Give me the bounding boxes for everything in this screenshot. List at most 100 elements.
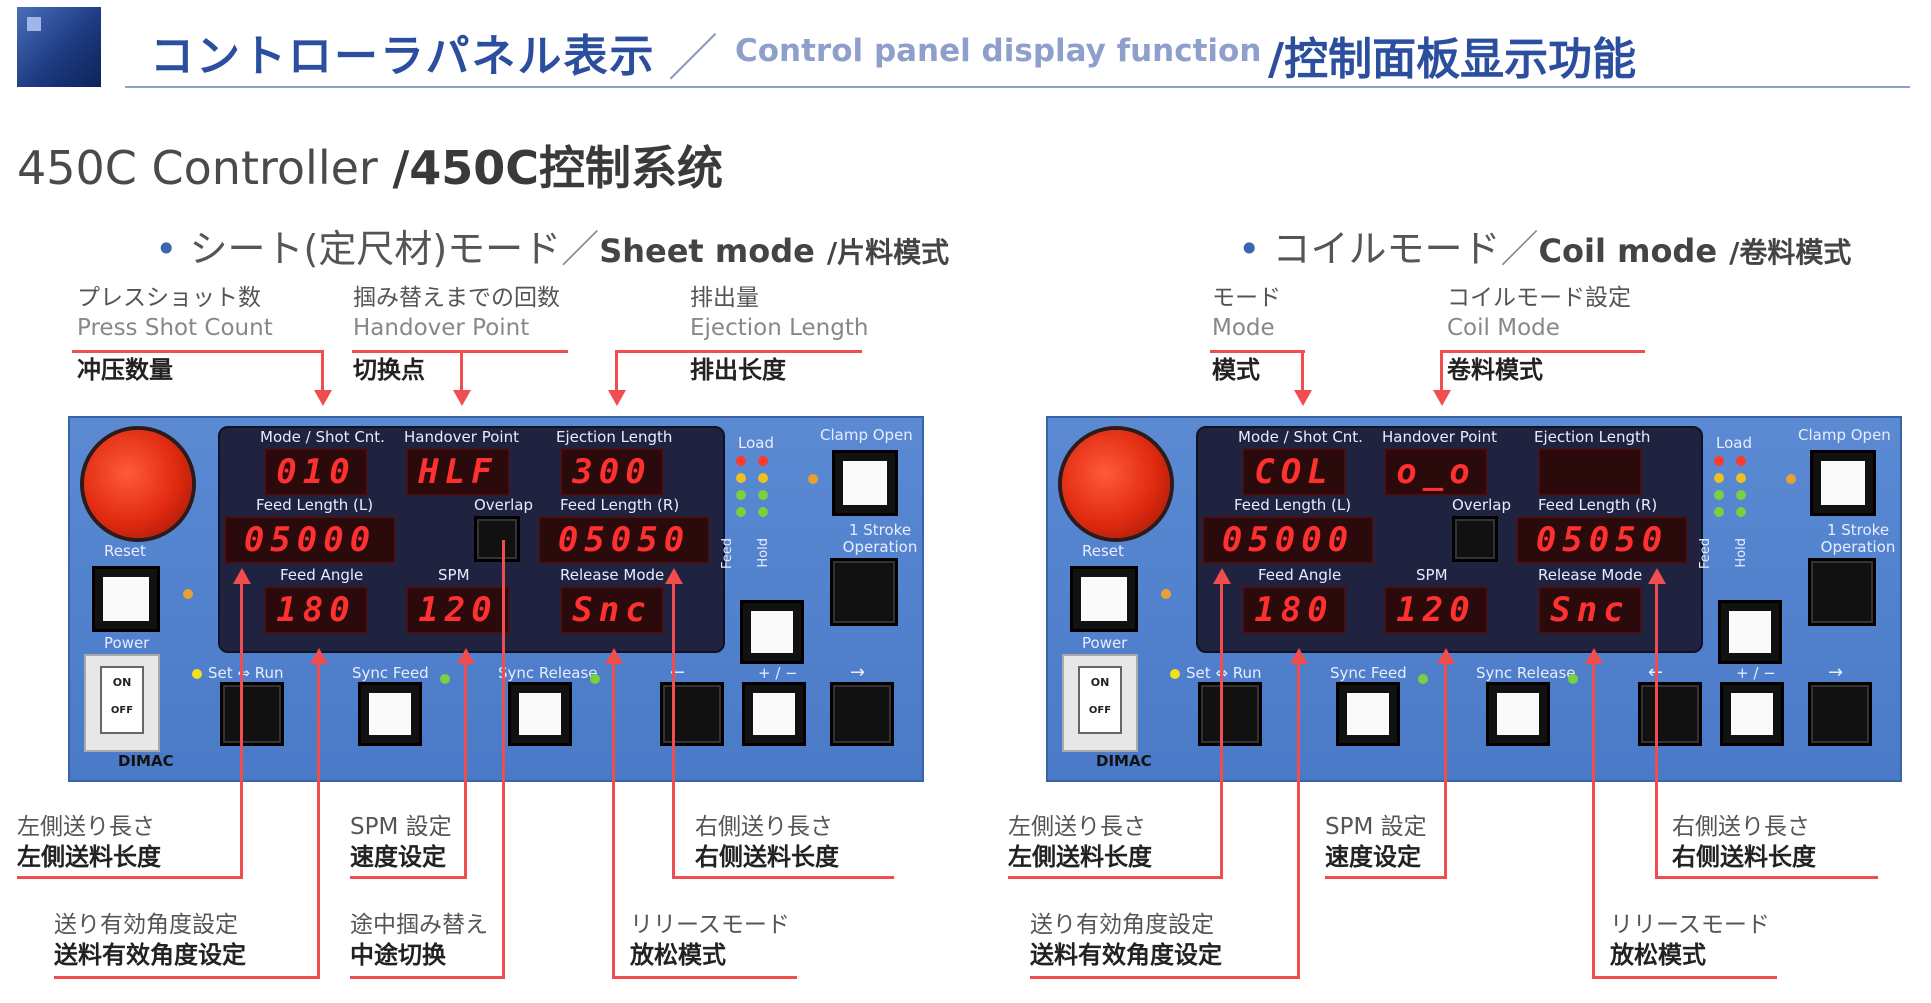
label-mode: モード Mode 模式: [1212, 285, 1281, 384]
leader-line: [350, 976, 505, 979]
leader-line: [1210, 350, 1305, 353]
leader-line: [240, 584, 243, 879]
set-run-led: [192, 669, 202, 679]
label-feed-angle: 送り有効角度設定 送料有效角度设定: [1030, 912, 1222, 969]
status-led: [758, 473, 768, 483]
sync-release-led: [1568, 674, 1578, 684]
label-coil-mode: コイルモード設定 Coil Mode 卷料模式: [1447, 285, 1631, 384]
handover-display: HLF: [406, 448, 510, 496]
leader-line: [612, 976, 797, 979]
coil-mode-en: Coil mode: [1538, 232, 1718, 270]
overlap-button[interactable]: [474, 516, 520, 562]
leader-arrow: [1290, 648, 1308, 664]
sheet-control-panel: Reset Power ON OFF DIMAC Mode / Shot Cnt…: [68, 416, 924, 782]
status-led: [736, 473, 746, 483]
status-led: [758, 507, 768, 517]
leader-line: [1444, 664, 1447, 879]
label-release-mode: リリースモード 放松模式: [1610, 912, 1770, 969]
load-led: [1714, 456, 1724, 466]
jog-left-button[interactable]: [660, 682, 724, 746]
title-separator: ／: [668, 29, 718, 87]
coil-control-panel: Reset Power ON OFF DIMAC Mode / Shot Cnt…: [1046, 416, 1902, 782]
leader-line: [1655, 584, 1658, 879]
label-feed-angle: 送り有効角度設定 送料有效角度设定: [54, 912, 246, 969]
brand-label: DIMAC: [1096, 752, 1152, 770]
clamp-open-button[interactable]: [1810, 450, 1876, 516]
leader-line: [1008, 876, 1223, 879]
overlap-button[interactable]: [1452, 516, 1498, 562]
sync-release-led: [590, 674, 600, 684]
leader-arrow: [1433, 390, 1451, 406]
sync-release-button[interactable]: [508, 682, 572, 746]
leader-line: [612, 664, 615, 979]
spm-display: 120: [406, 586, 510, 634]
leader-arrow: [1294, 390, 1312, 406]
leader-arrow: [608, 390, 626, 406]
leader-line: [1655, 876, 1878, 879]
power-label: Power: [104, 634, 150, 652]
release-mode-display: Snc: [560, 586, 664, 634]
leader-line: [1030, 976, 1300, 979]
power-switch[interactable]: ON OFF: [84, 654, 160, 752]
set-run-led: [1170, 669, 1180, 679]
reset-button[interactable]: [1070, 566, 1138, 632]
reset-label: Reset: [104, 542, 146, 560]
clamp-led: [808, 474, 818, 484]
mode-shot-display: COL: [1242, 448, 1346, 496]
label-handover: 掴み替えまでの回数 Handover Point 切换点: [353, 285, 560, 384]
set-run-button[interactable]: [220, 682, 284, 746]
sync-feed-button[interactable]: [358, 682, 422, 746]
function-button[interactable]: [740, 600, 804, 664]
emergency-stop-button[interactable]: [1062, 430, 1170, 538]
ejection-display: 300: [560, 448, 664, 496]
status-led: [1736, 473, 1746, 483]
power-switch[interactable]: ON OFF: [1062, 654, 1138, 752]
plus-minus-button[interactable]: [1720, 682, 1784, 746]
leader-line: [672, 584, 675, 879]
jog-right-button[interactable]: [830, 682, 894, 746]
page-title-en: Control panel display function: [735, 33, 1262, 69]
emergency-stop-button[interactable]: [84, 430, 192, 538]
jog-left-button[interactable]: [1638, 682, 1702, 746]
status-led: [736, 490, 746, 500]
mode-shot-display: 010: [264, 448, 368, 496]
leader-arrow: [1213, 568, 1231, 584]
leader-line: [1440, 350, 1645, 353]
reset-led: [183, 589, 193, 599]
leader-arrow: [1437, 648, 1455, 664]
sync-release-button[interactable]: [1486, 682, 1550, 746]
status-led: [758, 490, 768, 500]
status-led: [1714, 473, 1724, 483]
reset-led: [1161, 589, 1171, 599]
leader-line: [502, 540, 505, 979]
leader-arrow: [665, 568, 683, 584]
sync-feed-led: [440, 674, 450, 684]
sync-feed-button[interactable]: [1336, 682, 1400, 746]
leader-line: [72, 350, 324, 353]
handover-display: o_o: [1384, 448, 1488, 496]
function-button[interactable]: [1718, 600, 1782, 664]
label-spm: SPM 設定 速度设定: [1325, 814, 1427, 871]
load-led: [1736, 456, 1746, 466]
jog-right-button[interactable]: [1808, 682, 1872, 746]
status-led: [736, 507, 746, 517]
sync-feed-led: [1418, 674, 1428, 684]
brand-label: DIMAC: [118, 752, 174, 770]
status-led: [1714, 507, 1724, 517]
reset-button[interactable]: [92, 566, 160, 632]
leader-line: [54, 976, 320, 979]
release-mode-display: Snc: [1538, 586, 1642, 634]
leader-line: [1301, 350, 1304, 390]
section-title-en: 450C Controller: [17, 141, 378, 195]
feed-right-display: 05050: [538, 516, 710, 564]
one-stroke-button[interactable]: [830, 558, 898, 626]
one-stroke-button[interactable]: [1808, 558, 1876, 626]
clamp-open-button[interactable]: [832, 450, 898, 516]
leader-line: [615, 350, 618, 390]
leader-line: [321, 350, 324, 390]
leader-arrow: [314, 390, 332, 406]
plus-minus-button[interactable]: [742, 682, 806, 746]
set-run-button[interactable]: [1198, 682, 1262, 746]
spm-display: 120: [1384, 586, 1488, 634]
leader-line: [672, 876, 894, 879]
